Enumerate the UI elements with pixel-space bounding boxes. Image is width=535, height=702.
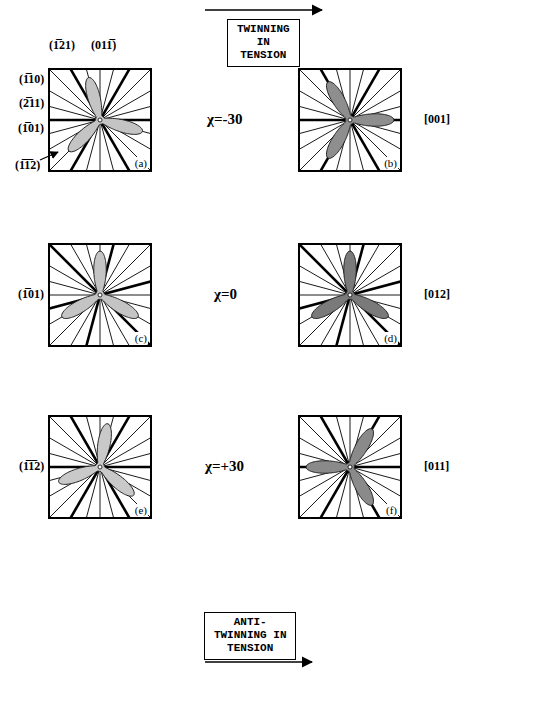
plane-label: (1̅1̅2)	[19, 460, 44, 474]
title-box: TWINNING IN TENSION	[227, 19, 300, 67]
plane-label: (2̅11)	[19, 97, 44, 111]
direction-arrow	[205, 9, 322, 11]
title-text: TWINNING IN TENSION	[234, 23, 293, 63]
angle-label: χ=-30	[207, 111, 242, 128]
title-text: ANTI-TWINNING IN TENSION	[211, 616, 289, 656]
yield-lobes	[68, 77, 142, 151]
plane-label: (1̅10)	[19, 73, 44, 87]
yield-lobes	[327, 82, 394, 159]
panel-letter: (c)	[134, 332, 148, 344]
projection-panel: (e)	[48, 415, 152, 519]
plane-label: (1̅01)	[18, 122, 44, 136]
projection-panel: (b)	[298, 68, 402, 172]
angle-label: χ=0	[214, 286, 237, 303]
panel-letter: (e)	[134, 504, 148, 516]
yield-lobes	[312, 251, 389, 318]
angle-label: χ=+30	[205, 458, 244, 475]
centre-point	[348, 465, 352, 469]
yield-lobes	[59, 424, 135, 497]
stereographic-panel	[298, 243, 402, 347]
slip-plane-trace	[48, 415, 152, 519]
panel-letter: (a)	[134, 157, 148, 169]
centre-point	[348, 293, 352, 297]
plane-label: (1̅21)	[49, 39, 75, 53]
plane-label: [001]	[424, 113, 450, 127]
slip-plane-trace	[298, 68, 402, 172]
slip-plane-trace	[48, 68, 152, 172]
slip-plane-trace	[298, 68, 402, 172]
stereographic-panel	[48, 243, 152, 347]
projection-panel: (a)	[48, 68, 152, 172]
slip-plane-trace	[298, 415, 402, 519]
stereographic-panel	[298, 68, 402, 172]
slip-plane-trace	[298, 415, 402, 519]
plane-label: [012]	[424, 288, 450, 302]
centre-point	[98, 465, 102, 469]
slip-plane-trace	[48, 415, 152, 519]
centre-point	[348, 118, 352, 122]
plane-label: (1̅1̅2)	[15, 159, 40, 173]
slip-plane-trace	[48, 119, 152, 122]
stereographic-panel	[48, 415, 152, 519]
projection-panel: (f)	[298, 415, 402, 519]
panel-art	[0, 0, 470, 587]
slip-plane-trace	[48, 68, 152, 172]
projection-panel: (d)	[298, 243, 402, 347]
yield-lobes	[306, 429, 373, 506]
panel-letter: (b)	[383, 157, 398, 169]
stereographic-panel	[48, 68, 152, 172]
plane-label: [011]	[424, 460, 449, 474]
panel-letter: (d)	[383, 332, 398, 344]
yield-lobes	[62, 251, 139, 318]
direction-arrow	[205, 661, 312, 663]
plane-label: (011̅)	[91, 39, 116, 53]
centre-point	[98, 118, 102, 122]
title-box: ANTI-TWINNING IN TENSION	[204, 612, 296, 660]
projection-panel: (c)	[48, 243, 152, 347]
stereographic-panel	[298, 415, 402, 519]
slip-plane-trace	[48, 466, 152, 469]
panel-letter: (f)	[385, 504, 398, 516]
centre-point	[98, 293, 102, 297]
plane-label: (1̅01)	[18, 288, 44, 302]
